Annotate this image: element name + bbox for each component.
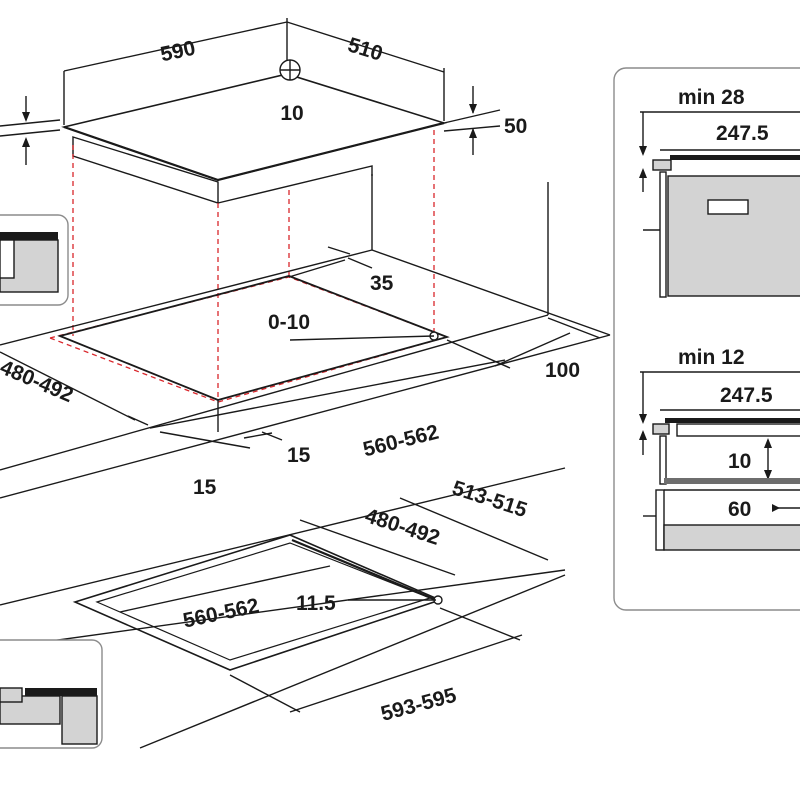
hob-width-label: 590 (158, 37, 197, 67)
hob-body-side (217, 165, 373, 204)
edge-gap-leader (289, 335, 435, 341)
hob-drawing (61, 73, 447, 250)
hob-thickness-label: 50 (504, 115, 527, 138)
flush-outer-width-label: 593-595 (378, 684, 459, 726)
hob-thickness-dimension (443, 86, 501, 155)
bottom-clearance-label: 60 (728, 498, 751, 521)
back-clearance-label: 35 (370, 272, 394, 295)
cutout-width-dimension (149, 359, 506, 449)
detail-box-lower (0, 639, 103, 749)
side-gap-b-label: 15 (193, 476, 217, 499)
side-gap-a-label: 15 (287, 444, 311, 467)
back-clearance-dimension (288, 246, 373, 278)
bottom-depth-label: 247.5 (720, 384, 773, 407)
flush-worktop-drawing (0, 467, 566, 749)
front-clearance-dimension (446, 317, 601, 369)
detail-box-upper (0, 214, 69, 306)
top-min-label: min 28 (678, 86, 745, 109)
worktop-drawing (0, 182, 611, 499)
fixing-hole-label: 10 (280, 102, 303, 125)
hob-width-dimension (63, 18, 445, 125)
flush-inner-width-label: 560-562 (181, 594, 261, 633)
hob-depth-label: 510 (345, 33, 385, 65)
bottom-gap-label: 10 (728, 450, 751, 473)
edge-gap-label: 0-10 (268, 311, 310, 334)
flush-step-label: 11.5 (296, 592, 336, 615)
flush-dimensions (119, 497, 549, 713)
side-view-bottom (639, 371, 800, 551)
flush-inner-cutout (95, 542, 432, 661)
left-edge-dimension (0, 96, 61, 165)
bottom-min-label: min 12 (678, 346, 745, 369)
side-view-top (639, 111, 800, 298)
front-clearance-label: 100 (545, 359, 580, 382)
cutout-depth-dimension (0, 351, 149, 426)
cutout-width-label: 560-562 (361, 421, 441, 462)
flush-outer-depth-label: 513-515 (449, 476, 530, 522)
cutout-outline (57, 275, 450, 401)
hob-glass-front-edge (63, 121, 445, 182)
top-depth-label: 247.5 (716, 122, 769, 145)
side-view-panel: min 28 247.5 min 12 247.5 10 (613, 67, 800, 611)
cutout-depth-label: 480-492 (0, 356, 77, 407)
